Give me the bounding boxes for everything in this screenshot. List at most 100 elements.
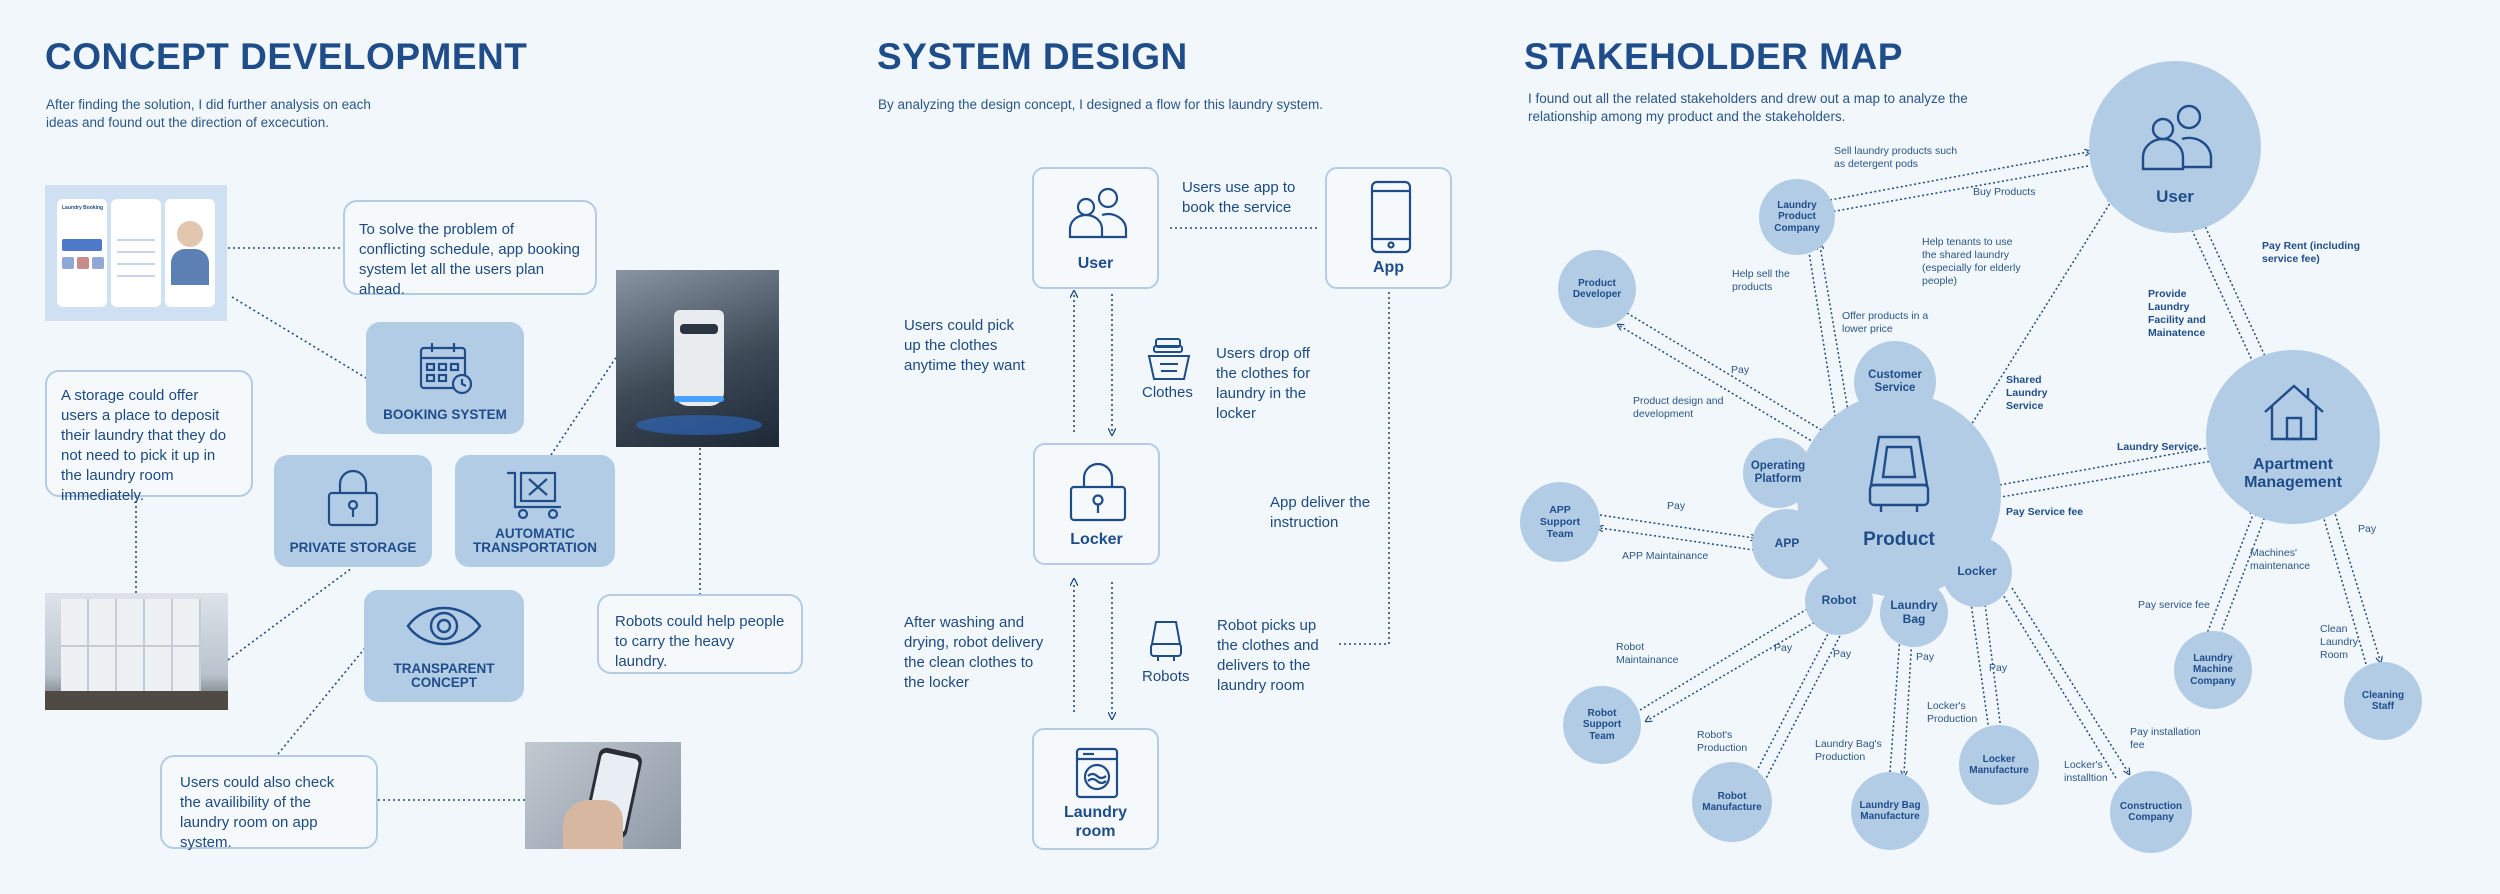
pay-service-fee-label: Pay Service fee xyxy=(2006,506,2084,518)
robots-label: Robots xyxy=(1142,668,1190,685)
app-support-team-node: APP Support Team xyxy=(1520,482,1600,562)
drop-off-note: Users drop off the clothes for laundry i… xyxy=(1216,345,1311,422)
mockup-screen-3 xyxy=(165,199,215,307)
pick-up-note: Users could pick up the clothes anytime … xyxy=(904,317,1025,374)
transparent-concept-card: TRANSPARENT CONCEPT xyxy=(364,590,524,702)
robot-floor-glow xyxy=(636,415,762,435)
mockup-screen-1: Laundry Booking xyxy=(57,199,107,307)
app-label: App xyxy=(1372,259,1405,276)
robot-visor xyxy=(680,324,718,334)
app-check-note: Users could also check the availibility … xyxy=(160,755,378,851)
mockup-banner xyxy=(62,239,102,251)
laundry-product-company-node: Laundry Product Company xyxy=(1759,179,1835,255)
pay-installation-label: Pay installation fee xyxy=(2130,726,2201,751)
laundry-bag-manufacture-node: Laundry Bag Manufacture xyxy=(1851,772,1929,850)
laundry-label-line-2: room xyxy=(1075,823,1116,840)
user-stakeholder-node: User xyxy=(2089,61,2261,233)
robot-icon xyxy=(1150,621,1182,661)
mockup-title: Laundry Booking xyxy=(62,205,104,211)
stakeholder-subtitle: I found out all the related stakeholders… xyxy=(1528,90,1968,126)
locker-installtion-label: Locker's installtion xyxy=(2064,759,2108,784)
apartment-management-label: Apartment Management xyxy=(2206,456,2380,492)
locker-manufacture-node: Locker Manufacture xyxy=(1959,725,2039,805)
pay-rent-label: Pay Rent (including service fee) xyxy=(2262,240,2361,265)
apartment-label-line-2: Management xyxy=(2244,474,2342,491)
pay-locker-label: Pay xyxy=(1989,662,2008,674)
locker-photo xyxy=(45,593,228,710)
booking-note: To solve the problem of conflicting sche… xyxy=(343,200,597,298)
laundry-service-label: Laundry Service xyxy=(2117,441,2199,453)
apartment-management-node: Apartment Management xyxy=(2206,350,2380,524)
robot-photo xyxy=(616,270,779,447)
robot-pick-note: Robot picks up the clothes and delivers … xyxy=(1217,617,1319,694)
system-subtitle: By analyzing the design concept, I desig… xyxy=(878,97,1323,112)
cleaning-staff-node: Cleaning Staff xyxy=(2344,662,2422,740)
customer-service-node: Customer Service xyxy=(1854,341,1936,423)
transport-label-line-2: TRANSPORTATION xyxy=(473,540,597,555)
mockup-row xyxy=(117,239,155,241)
laundry-machine-company-node: Laundry Machine Company xyxy=(2174,631,2252,709)
phone-icon xyxy=(1370,180,1412,254)
pay-app-label: Pay xyxy=(1667,500,1686,512)
eye-icon xyxy=(406,606,482,646)
shared-service-label: Shared Laundry Service xyxy=(2006,374,2048,412)
laundry-bag-node: Laundry Bag xyxy=(1880,579,1948,647)
house-icon xyxy=(2264,384,2324,441)
robot-production-label: Robot's Production xyxy=(1697,729,1748,754)
product-developer-node: Product Developer xyxy=(1558,250,1636,328)
booking-system-card: BOOKING SYSTEM xyxy=(366,322,524,434)
transparent-label-line-2: CONCEPT xyxy=(410,675,477,690)
phone-in-hand-photo xyxy=(525,742,681,849)
provide-facility-label: Provide Laundry Facility and Mainatence xyxy=(2148,288,2206,339)
clean-room-label: Clean Laundry Room xyxy=(2320,623,2358,661)
stakeholder-subtitle-line-1: I found out all the related stakeholders… xyxy=(1528,91,1968,106)
lock-icon xyxy=(327,469,379,527)
instruction-note: App deliver the instruction xyxy=(1270,494,1371,531)
machines-maintenance-label: Machines' maintenance xyxy=(2250,547,2311,572)
locker-label: Locker xyxy=(1070,531,1123,548)
laundry-label-line-1: Laundry xyxy=(1063,804,1128,821)
user-stakeholder-label: User xyxy=(2156,187,2194,206)
clothes-basket-icon xyxy=(1147,338,1191,380)
locker-stakeholder-node: Locker xyxy=(1942,537,2012,607)
app-maintainance-label: APP Maintainance xyxy=(1622,550,1709,562)
laundry-room-node: Laundry room xyxy=(1032,728,1159,850)
stakeholder-title: STAKEHOLDER MAP xyxy=(1524,36,1903,77)
washing-machine-icon xyxy=(1075,747,1119,799)
stakeholder-subtitle-line-2: relationship among my product and the st… xyxy=(1528,109,1846,124)
transport-label-line-1: AUTOMATIC xyxy=(495,526,575,541)
mockup-row xyxy=(117,275,155,277)
robots-note: Robots could help people to carry the he… xyxy=(597,594,803,674)
users-icon xyxy=(2141,104,2213,171)
automatic-transportation-card: AUTOMATIC TRANSPORTATION xyxy=(455,455,615,567)
bag-production-label: Laundry Bag's Production xyxy=(1815,738,1882,763)
operating-platform-node: Operating Platform xyxy=(1743,438,1813,508)
pay-robot-manu-label: Pay xyxy=(1833,648,1852,660)
mockup-tile xyxy=(62,257,74,269)
sell-products-label: Sell laundry products such as detergent … xyxy=(1834,145,1958,170)
robot-product-icon xyxy=(1868,435,1930,512)
construction-company-node: Construction Company xyxy=(2110,771,2192,853)
buy-products-label: Buy Products xyxy=(1973,186,2036,198)
mockup-row xyxy=(117,251,155,253)
user-node: User xyxy=(1032,167,1159,289)
robot-maintainance-label: Robot Maintainance xyxy=(1616,641,1679,666)
locker-divider xyxy=(61,645,201,647)
booking-system-label: BOOKING SYSTEM xyxy=(383,407,507,422)
transparent-label-line-1: TRANSPARENT xyxy=(393,661,495,676)
pay-robot-support-label: Pay xyxy=(1774,642,1793,654)
clothes-label: Clothes xyxy=(1142,384,1193,401)
app-book-note: Users use app to book the service xyxy=(1182,179,1296,216)
app-mockup-image: Laundry Booking xyxy=(45,185,227,321)
robot-support-team-node: Robot Support Team xyxy=(1563,686,1641,764)
pay-bag-label: Pay xyxy=(1916,651,1935,663)
mockup-avatar xyxy=(177,221,203,247)
locker-floor xyxy=(45,691,228,710)
cart-icon xyxy=(507,471,561,520)
concept-title: CONCEPT DEVELOPMENT xyxy=(45,36,528,77)
user-label: User xyxy=(1077,255,1114,272)
concept-subtitle: After finding the solution, I did furthe… xyxy=(46,96,371,132)
concept-subtitle-line-1: After finding the solution, I did furthe… xyxy=(46,97,371,112)
